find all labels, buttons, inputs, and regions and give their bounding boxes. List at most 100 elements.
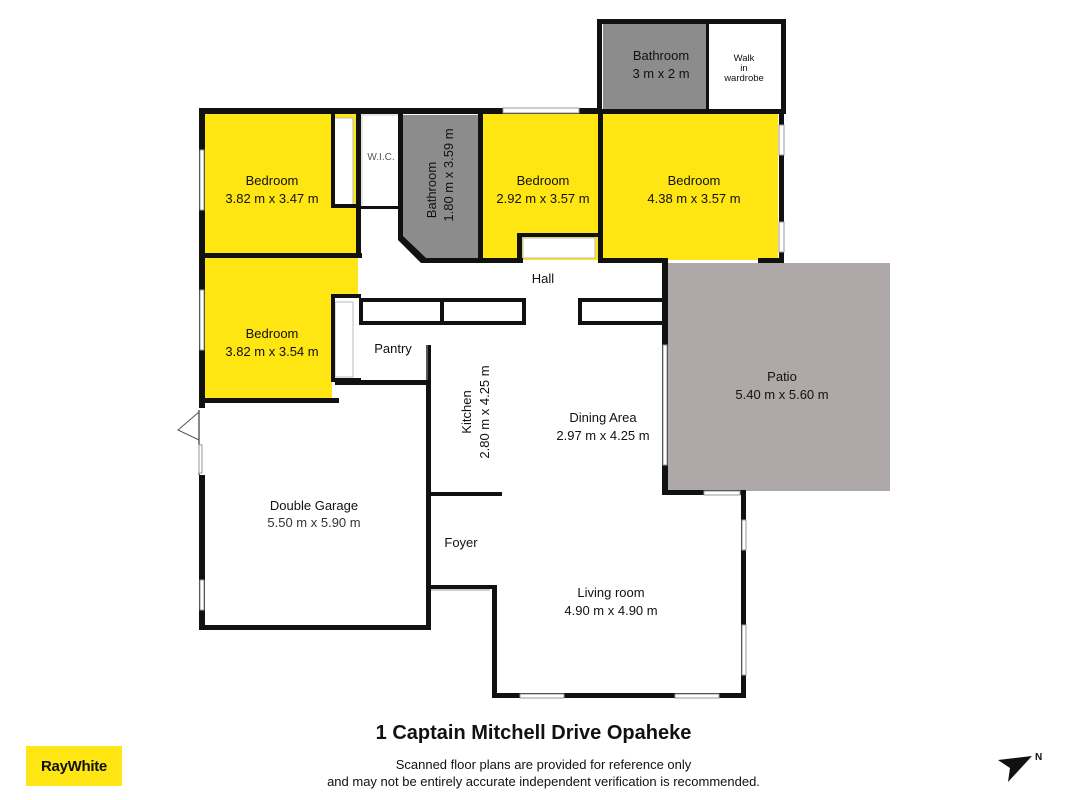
bedroom-1-label: Bedroom bbox=[246, 173, 299, 188]
disclaimer-line-2: and may not be entirely accurate indepen… bbox=[327, 774, 760, 789]
patio-label: Patio bbox=[767, 369, 797, 384]
wall bbox=[398, 236, 426, 263]
wall bbox=[779, 114, 784, 263]
wall bbox=[331, 114, 335, 206]
wall bbox=[741, 490, 746, 698]
wall bbox=[199, 108, 601, 114]
wall bbox=[597, 19, 602, 114]
disclaimer-line-1: Scanned floor plans are provided for ref… bbox=[395, 757, 692, 772]
bedroom-2-label: Bedroom bbox=[246, 326, 299, 341]
wic-space bbox=[361, 114, 401, 209]
bedroom-2-dims: 3.82 m x 3.54 m bbox=[225, 344, 318, 359]
wall bbox=[597, 19, 786, 24]
living-label: Living room bbox=[577, 585, 644, 600]
wall bbox=[426, 492, 502, 496]
wall bbox=[517, 233, 522, 262]
wall bbox=[578, 298, 582, 325]
wic-label: W.I.C. bbox=[367, 152, 394, 163]
garage-dims: 5.50 m x 5.90 m bbox=[267, 515, 360, 530]
wall bbox=[492, 693, 746, 698]
dining-label: Dining Area bbox=[569, 410, 637, 425]
bedroom-3-dims: 2.92 m x 3.57 m bbox=[496, 191, 589, 206]
window bbox=[703, 490, 741, 496]
wall bbox=[578, 321, 668, 325]
bathroom-1-label: Bathroom bbox=[424, 162, 439, 218]
garage-door-icon bbox=[177, 410, 203, 475]
bedroom-4-dims: 4.38 m x 3.57 m bbox=[647, 191, 740, 206]
bedroom-1-dims: 3.82 m x 3.47 m bbox=[225, 191, 318, 206]
svg-text:N: N bbox=[1035, 752, 1042, 763]
walkin-label-3: wardrobe bbox=[723, 73, 764, 84]
walkin-label-2: in bbox=[740, 63, 747, 74]
windows bbox=[199, 107, 785, 699]
wall bbox=[331, 294, 335, 382]
dining-dims: 2.97 m x 4.25 m bbox=[556, 428, 649, 443]
wall bbox=[335, 380, 430, 385]
window bbox=[778, 221, 785, 253]
bathroom-1-fill bbox=[403, 115, 480, 260]
wall bbox=[478, 258, 523, 263]
wall bbox=[331, 294, 361, 298]
north-arrow-icon: N bbox=[998, 752, 1042, 782]
wall bbox=[522, 298, 526, 325]
wardrobe-door bbox=[332, 117, 354, 207]
wall bbox=[331, 204, 359, 208]
wall bbox=[398, 114, 403, 238]
window bbox=[674, 693, 720, 699]
wall bbox=[199, 108, 205, 408]
bathroom-2-fill bbox=[603, 24, 708, 110]
garage-label: Double Garage bbox=[270, 498, 358, 513]
wall bbox=[199, 398, 339, 403]
wall bbox=[421, 258, 481, 263]
cupboard bbox=[522, 237, 596, 259]
wall bbox=[426, 585, 496, 589]
window bbox=[741, 519, 747, 551]
window bbox=[778, 124, 785, 156]
wall bbox=[359, 298, 363, 325]
window bbox=[741, 624, 747, 676]
wall bbox=[440, 298, 444, 325]
window bbox=[662, 344, 668, 466]
wardrobe-door bbox=[334, 301, 354, 378]
foyer-label: Foyer bbox=[444, 535, 478, 550]
wall bbox=[598, 114, 603, 262]
window bbox=[199, 289, 205, 351]
wall bbox=[356, 114, 361, 254]
living-dims: 4.90 m x 4.90 m bbox=[564, 603, 657, 618]
wall bbox=[517, 233, 600, 237]
wall bbox=[578, 298, 668, 302]
wall bbox=[199, 475, 205, 630]
window bbox=[199, 579, 205, 611]
pantry-label: Pantry bbox=[374, 341, 412, 356]
wall bbox=[426, 345, 431, 630]
bedroom-2-fill-ext bbox=[205, 258, 358, 398]
patio-dims: 5.40 m x 5.60 m bbox=[735, 387, 828, 402]
wall bbox=[600, 109, 784, 114]
wall bbox=[781, 19, 786, 114]
bedroom-3-label: Bedroom bbox=[517, 173, 570, 188]
kitchen-dims: 2.80 m x 4.25 m bbox=[477, 365, 492, 458]
wall bbox=[478, 114, 483, 262]
wall bbox=[205, 253, 362, 258]
walkin-label-1: Walk bbox=[734, 53, 755, 64]
bathroom-2-dims: 3 m x 2 m bbox=[632, 66, 689, 81]
bathroom-1-dims: 1.80 m x 3.59 m bbox=[441, 128, 456, 221]
raywhite-logo: RayWhite bbox=[26, 746, 122, 786]
property-address: 1 Captain Mitchell Drive Opaheke bbox=[375, 722, 692, 744]
bathroom-2-label: Bathroom bbox=[633, 48, 689, 63]
window bbox=[519, 693, 565, 699]
wall bbox=[706, 24, 709, 110]
kitchen-label: Kitchen bbox=[459, 390, 474, 433]
window bbox=[199, 149, 205, 211]
bedroom-4-label: Bedroom bbox=[668, 173, 721, 188]
wall bbox=[598, 258, 668, 263]
wall bbox=[758, 258, 784, 263]
wall bbox=[361, 206, 399, 209]
wall bbox=[492, 585, 497, 698]
wall bbox=[199, 625, 431, 630]
bedroom-4-fill bbox=[603, 113, 778, 260]
patio-fill bbox=[668, 263, 890, 491]
hall-label: Hall bbox=[532, 271, 555, 286]
disclaimer: Scanned floor plans are provided for ref… bbox=[0, 756, 1067, 790]
